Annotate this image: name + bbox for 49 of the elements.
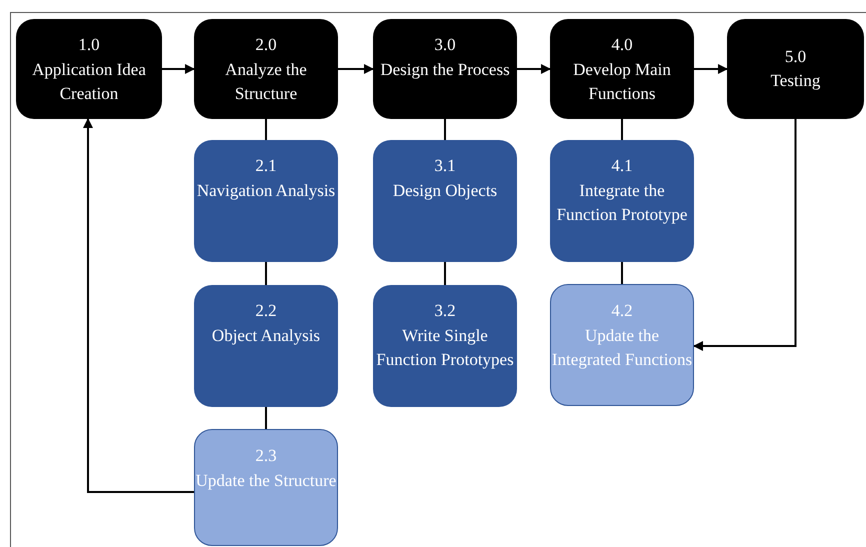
step-title: Analyze the Structure	[224, 58, 308, 105]
process-box	[16, 19, 162, 119]
step-number: 2.3	[255, 445, 277, 467]
step-title: Testing	[770, 70, 820, 92]
process-box	[550, 19, 694, 119]
process-box	[194, 140, 338, 262]
arrow	[694, 64, 728, 74]
process-box	[373, 140, 517, 262]
step-number: 4.2	[611, 300, 633, 322]
connector-line	[265, 262, 267, 285]
step-title: Object Analysis	[212, 324, 320, 347]
arrow	[338, 64, 374, 74]
step-number: 1.0	[78, 34, 100, 56]
process-box	[194, 285, 338, 407]
step-number: 4.1	[611, 155, 633, 177]
process-box	[194, 429, 338, 546]
step-number: 2.1	[255, 155, 277, 177]
process-box	[550, 284, 694, 406]
step-title: Update the Structure	[196, 470, 336, 492]
arrow	[83, 118, 194, 493]
process-box	[550, 140, 694, 262]
step-number: 3.1	[434, 155, 456, 177]
step-number: 3.2	[434, 300, 456, 322]
step-number: 4.0	[611, 34, 633, 56]
arrow	[693, 119, 796, 351]
step-number: 2.0	[255, 34, 277, 56]
connector-line	[265, 407, 267, 429]
step-title: Integrate the Function Prototype	[556, 180, 688, 226]
connector-line	[621, 119, 623, 140]
step-title: Application Idea Creation	[31, 58, 147, 105]
arrow	[162, 64, 195, 74]
step-title: Navigation Analysis	[196, 180, 336, 202]
step-title: Design Objects	[392, 180, 498, 202]
connector-line	[444, 119, 446, 140]
step-title: Design the Process	[380, 58, 510, 81]
connector-line	[621, 262, 623, 284]
step-number: 5.0	[784, 46, 806, 68]
step-title: Develop Main Functions	[572, 58, 672, 105]
process-box	[727, 19, 864, 119]
arrow	[517, 64, 551, 74]
process-box	[373, 19, 517, 119]
connector-line	[444, 262, 446, 285]
step-title: Write Single Function Prototypes	[375, 324, 515, 371]
step-number: 3.0	[434, 34, 456, 56]
process-box	[194, 19, 338, 119]
connector-line	[265, 119, 267, 140]
step-title: Update the Integrated Functions	[551, 324, 693, 371]
step-number: 2.2	[255, 300, 277, 322]
process-box	[373, 285, 517, 407]
